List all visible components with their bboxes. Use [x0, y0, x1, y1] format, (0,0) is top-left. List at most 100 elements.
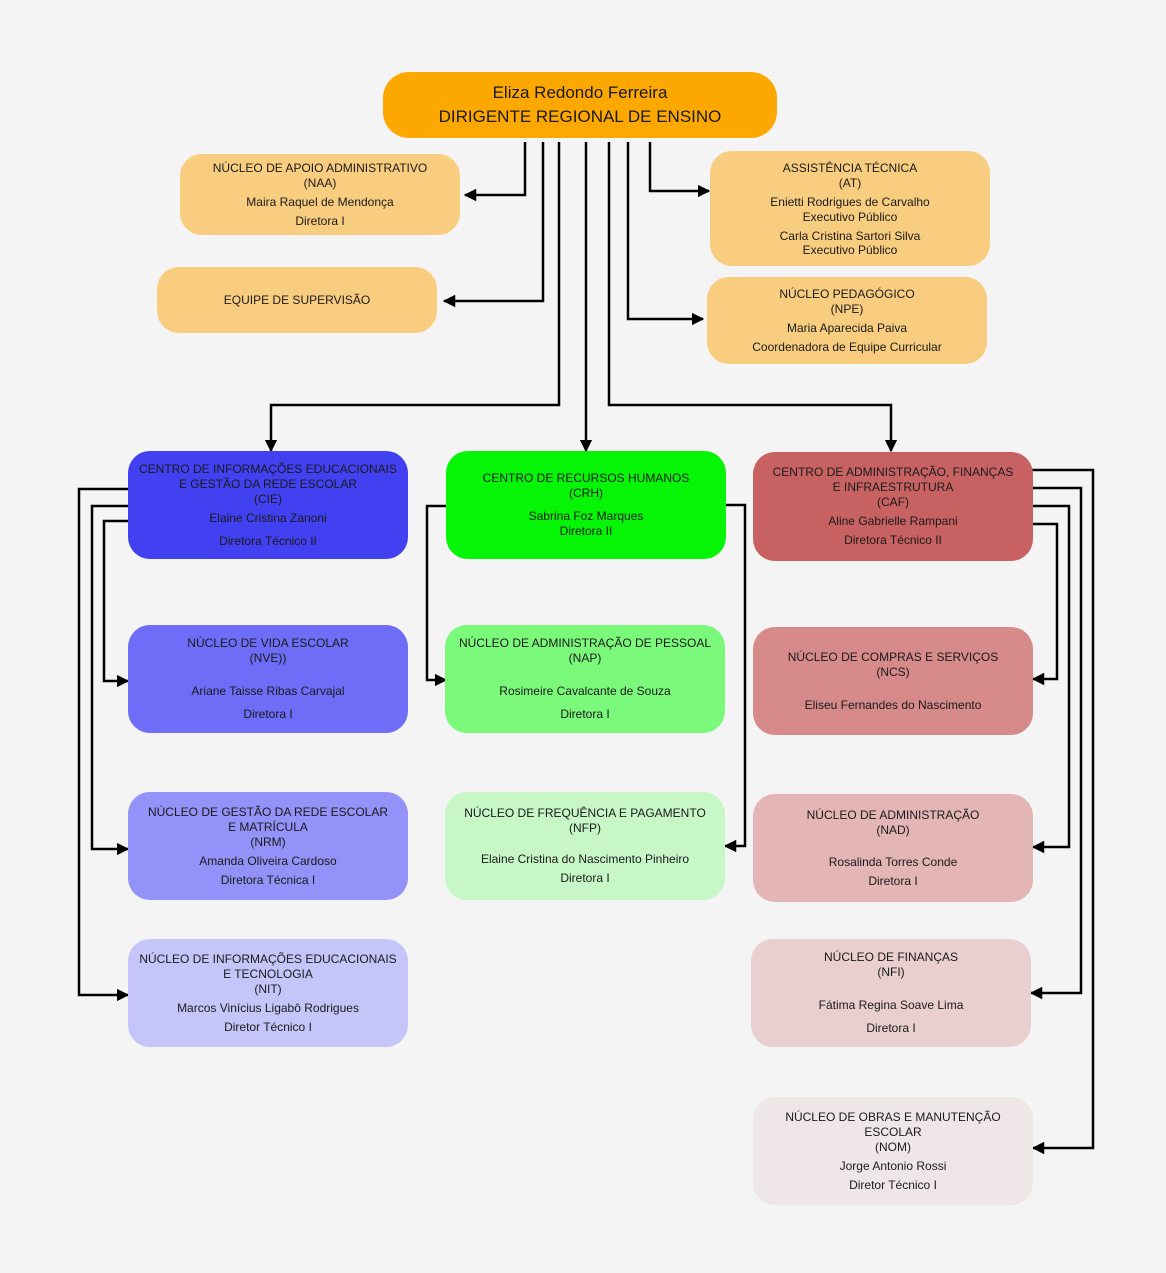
node-person: Amanda Oliveira Cardoso	[199, 853, 337, 868]
node-unit: NÚCLEO DE APOIO ADMINISTRATIVO	[212, 160, 428, 175]
node-unit: CENTRO DE INFORMAÇÕES EDUCACIONAIS	[138, 461, 398, 476]
node-acronym: (CIE)	[254, 491, 282, 506]
connector-caf-ncs	[1031, 522, 1059, 686]
node-unit: NÚCLEO DE ADMINISTRAÇÃO	[806, 807, 980, 822]
node-unit: E TECNOLOGIA	[223, 966, 313, 981]
node-unit: E MATRÍCULA	[228, 819, 308, 834]
node-acronym: (CRH)	[569, 486, 603, 500]
connector-top-caf	[607, 142, 898, 453]
node-unit: NÚCLEO PEDAGÓGICO	[779, 286, 915, 301]
connector-caf-nad	[1031, 504, 1071, 854]
node-role: Diretora I	[866, 1021, 916, 1035]
node-role: Diretora Técnica I	[220, 872, 316, 887]
node-nve[interactable]: NÚCLEO DE VIDA ESCOLAR (NVE)) Ariane Tai…	[128, 625, 408, 733]
connector-crh-nfp	[723, 503, 747, 853]
node-nom[interactable]: NÚCLEO DE OBRAS E MANUTENÇÃO ESCOLAR (NO…	[753, 1097, 1033, 1205]
node-unit: NÚCLEO DE INFORMAÇÕES EDUCACIONAIS	[139, 951, 397, 966]
node-nfp[interactable]: NÚCLEO DE FREQUÊNCIA E PAGAMENTO (NFP) E…	[445, 792, 725, 900]
node-unit: NÚCLEO DE COMPRAS E SERVIÇOS	[787, 649, 999, 664]
node-acronym: (NAP)	[568, 651, 602, 665]
node-unit: NÚCLEO DE OBRAS E MANUTENÇÃO	[785, 1109, 1001, 1124]
node-nrm[interactable]: NÚCLEO DE GESTÃO DA REDE ESCOLAR E MATRÍ…	[128, 792, 408, 900]
node-at[interactable]: ASSISTÊNCIA TÉCNICA (AT) Enietti Rodrigu…	[710, 151, 990, 266]
node-unit: E GESTÃO DA REDE ESCOLAR	[178, 476, 358, 491]
node-unit: NÚCLEO DE GESTÃO DA REDE ESCOLAR	[147, 804, 389, 819]
node-acronym: (NAD)	[876, 822, 910, 837]
node-acronym: (NFI)	[877, 965, 905, 979]
node-person: Rosalinda Torres Conde	[828, 854, 958, 869]
node-person: Aline Gabrielle Rampani	[828, 514, 958, 528]
node-acronym: (NFP)	[569, 821, 601, 835]
node-nfi[interactable]: NÚCLEO DE FINANÇAS (NFI) Fátima Regina S…	[751, 939, 1031, 1047]
connector-caf-nfi	[1029, 486, 1083, 1000]
node-role: Executivo Público	[802, 209, 898, 224]
connector-cie-nrm	[90, 504, 130, 856]
node-unit: CENTRO DE RECURSOS HUMANOS	[482, 471, 690, 485]
node-role: Diretor Técnico I	[224, 1019, 312, 1034]
node-person: Maria Aparecida Paiva	[786, 320, 908, 335]
connector-top-supervisao	[442, 142, 545, 308]
connector-top-naa	[463, 142, 527, 202]
node-ncs[interactable]: NÚCLEO DE COMPRAS E SERVIÇOS (NCS) Elise…	[753, 627, 1033, 735]
node-cie[interactable]: CENTRO DE INFORMAÇÕES EDUCACIONAIS E GES…	[128, 451, 408, 559]
node-naa[interactable]: NÚCLEO DE APOIO ADMINISTRATIVO (NAA) Mai…	[180, 154, 460, 235]
node-name: Eliza Redondo Ferreira	[492, 83, 668, 102]
node-unit: E INFRAESTRUTURA	[832, 480, 954, 494]
node-unit: ESCOLAR	[864, 1124, 922, 1139]
node-role: Diretora Técnico II	[844, 533, 942, 547]
node-role: Executivo Público	[802, 242, 898, 257]
connector-crh-nap	[425, 504, 448, 687]
node-person: Rosimeire Cavalcante de Souza	[499, 684, 671, 698]
node-person: Elaine Cristina do Nascimento Pinheiro	[480, 852, 690, 866]
node-person: Marcos Vinícius Ligabô Rodrigues	[177, 1000, 359, 1015]
node-person: Carla Cristina Sartori Silva	[779, 228, 921, 243]
node-acronym: (NPE)	[830, 301, 864, 316]
node-acronym: (NIT)	[254, 981, 282, 996]
node-person: Elaine Cristina Zanoni	[209, 510, 327, 525]
node-acronym: (NVE))	[249, 651, 287, 665]
node-acronym: (CAF)	[877, 495, 909, 509]
node-role: Diretora II	[559, 524, 613, 538]
node-title: DIRIGENTE REGIONAL DE ENSINO	[438, 107, 722, 126]
node-role: Diretora I	[560, 871, 610, 885]
node-acronym: (NRM)	[250, 834, 286, 849]
node-unit: NÚCLEO DE ADMINISTRAÇÃO DE PESSOAL	[458, 636, 712, 650]
node-unit: NÚCLEO DE FINANÇAS	[823, 950, 959, 964]
node-role: Coordenadora de Equipe Curricular	[752, 339, 942, 354]
node-person: Enietti Rodrigues de Carvalho	[770, 194, 930, 209]
node-person: Maira Raquel de Mendonça	[246, 194, 394, 209]
node-nad[interactable]: NÚCLEO DE ADMINISTRAÇÃO (NAD) Rosalinda …	[753, 794, 1033, 902]
node-caf[interactable]: CENTRO DE ADMINISTRAÇÃO, FINANÇAS E INFR…	[753, 452, 1033, 561]
node-role: Diretora I	[868, 873, 918, 888]
node-unit: NÚCLEO DE FREQUÊNCIA E PAGAMENTO	[464, 806, 706, 820]
connector-top-at	[648, 142, 711, 198]
node-unit: NÚCLEO DE VIDA ESCOLAR	[187, 636, 349, 650]
connector-cie-nve	[102, 519, 130, 688]
node-equipe-supervisao[interactable]: EQUIPE DE SUPERVISÃO	[157, 267, 437, 333]
connector-top-npe	[626, 142, 705, 326]
node-person: Jorge Antonio Rossi	[839, 1158, 947, 1173]
node-person: Fátima Regina Soave Lima	[818, 998, 964, 1012]
node-person: Eliseu Fernandes do Nascimento	[804, 697, 982, 712]
node-unit: EQUIPE DE SUPERVISÃO	[223, 292, 371, 307]
node-crh[interactable]: CENTRO DE RECURSOS HUMANOS (CRH) Sabrina…	[446, 451, 726, 559]
node-person: Sabrina Foz Marques	[528, 509, 644, 523]
node-npe[interactable]: NÚCLEO PEDAGÓGICO (NPE) Maria Aparecida …	[707, 277, 987, 364]
node-acronym: (NOM)	[875, 1139, 911, 1154]
node-unit: CENTRO DE ADMINISTRAÇÃO, FINANÇAS	[772, 465, 1014, 479]
node-acronym: (AT)	[838, 175, 862, 190]
node-acronym: (NCS)	[876, 664, 910, 679]
node-role: Diretora I	[295, 213, 345, 228]
node-role: Diretora Técnico II	[219, 533, 317, 548]
connector-cie-nit	[77, 487, 130, 1002]
node-nit[interactable]: NÚCLEO DE INFORMAÇÕES EDUCACIONAIS E TEC…	[128, 939, 408, 1047]
node-role: Diretora I	[560, 707, 610, 721]
node-dirigente-regional[interactable]: Eliza Redondo Ferreira DIRIGENTE REGIONA…	[383, 72, 777, 138]
node-nap[interactable]: NÚCLEO DE ADMINISTRAÇÃO DE PESSOAL (NAP)…	[445, 625, 725, 733]
node-role: Diretora I	[243, 707, 293, 721]
node-person: Ariane Taisse Ribas Carvajal	[191, 684, 345, 698]
node-acronym: (NAA)	[303, 175, 337, 190]
connector-top-cie	[264, 142, 561, 453]
